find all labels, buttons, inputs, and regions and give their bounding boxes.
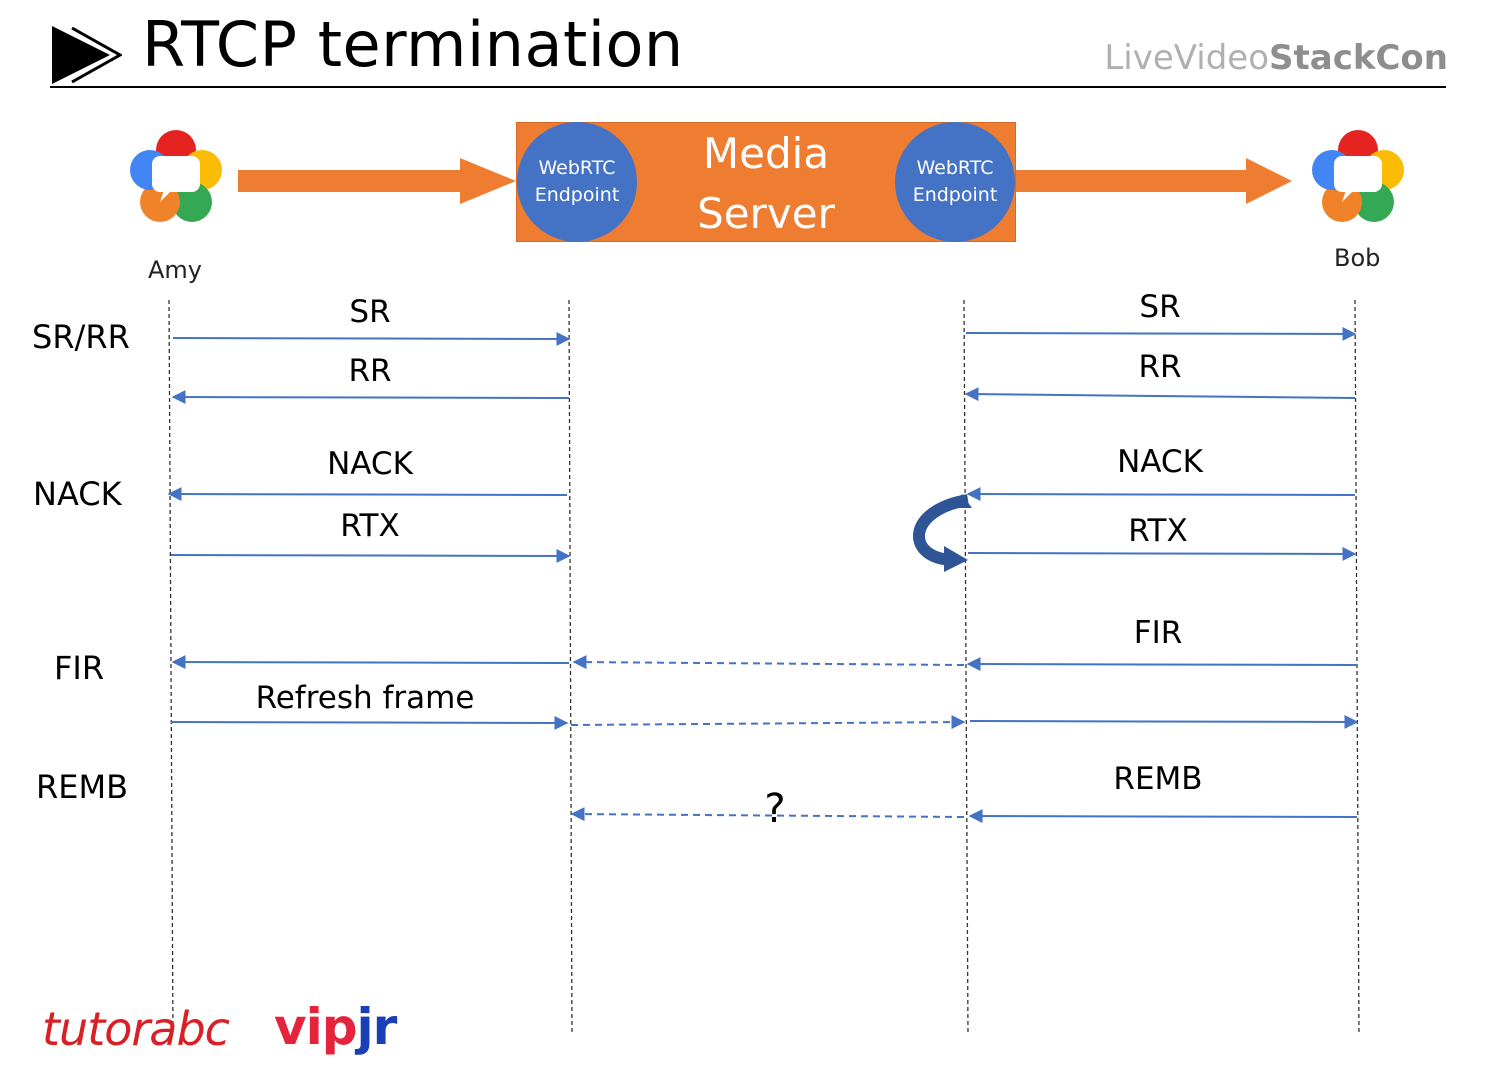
arrow-left-nack [167,487,568,502]
arrow-left-sr [172,331,571,346]
row-label-nack: NACK [33,475,122,513]
arrow-right-fir [966,657,1357,672]
arrow-mid-fir [572,655,965,670]
endpoint-left-line1: WebRTC [538,157,616,179]
media-flow-arrow-right [1016,158,1292,204]
arrow-right-rr [964,387,1356,402]
msg-question-mark: ? [764,786,786,832]
title-underline [50,86,1446,88]
arrow-mid-remb [570,807,965,822]
brand-logo: LiveVideoStackCon [1104,38,1448,78]
lifeline-amy [168,299,174,1036]
endpoint-right-line1: WebRTC [916,157,994,179]
user-label-amy: Amy [148,256,202,284]
webrtc-endpoint-left: WebRTC Endpoint [517,122,637,242]
vipjr-logo: vipjr [274,998,398,1056]
webrtc-endpoint-right: WebRTC Endpoint [895,122,1015,242]
retransmit-loop-arrow [913,494,972,572]
arrow-left-rtx [170,548,571,563]
media-server-label: Media Server [696,124,836,244]
arrow-right-refresh [969,714,1359,729]
webrtc-logo-bob [1312,130,1404,222]
media-flow-arrow-left [238,158,516,204]
vipjr-logo-jr: jr [356,998,398,1056]
arrow-right-remb [968,809,1358,824]
msg-left-rtx: RTX [340,508,400,544]
arrow-mid-refresh [570,715,966,730]
msg-right-remb: REMB [1113,761,1203,797]
msg-right-rtx: RTX [1128,513,1188,549]
arrow-left-fir [171,655,570,670]
lifeline-server-right [963,299,969,1036]
media-server-line2: Server [697,189,835,238]
arrow-right-nack [966,487,1356,502]
arrow-right-rtx [967,546,1357,561]
media-server-line1: Media [702,129,830,178]
row-label-fir: FIR [54,649,105,687]
endpoint-right-line2: Endpoint [912,184,998,206]
msg-right-nack: NACK [1117,444,1203,480]
arrow-left-rr [171,390,570,405]
msg-left-nack: NACK [327,446,413,482]
lifeline-server-left [568,299,573,1036]
arrow-right-sr [965,326,1357,341]
msg-left-sr: SR [349,294,391,330]
webrtc-logo-amy [130,130,222,222]
row-label-remb: REMB [36,768,129,806]
msg-right-fir: FIR [1133,615,1183,651]
brand-bold: StackCon [1269,38,1448,78]
msg-left-refresh-frame: Refresh frame [255,680,475,716]
arrow-left-refresh [170,715,569,730]
user-label-bob: Bob [1334,244,1381,272]
row-label-srrr: SR/RR [32,318,130,356]
lifeline-bob [1354,299,1360,1036]
msg-right-sr: SR [1139,289,1181,325]
vipjr-logo-vip: vip [274,998,358,1056]
msg-left-rr: RR [348,353,392,389]
endpoint-left-line2: Endpoint [534,184,620,206]
tutorabc-logo: tutorabc [42,1002,230,1056]
play-bullet-icon [52,26,122,84]
msg-right-rr: RR [1138,349,1182,385]
page-title: RTCP termination [142,8,684,81]
brand-light: LiveVideo [1104,38,1270,78]
